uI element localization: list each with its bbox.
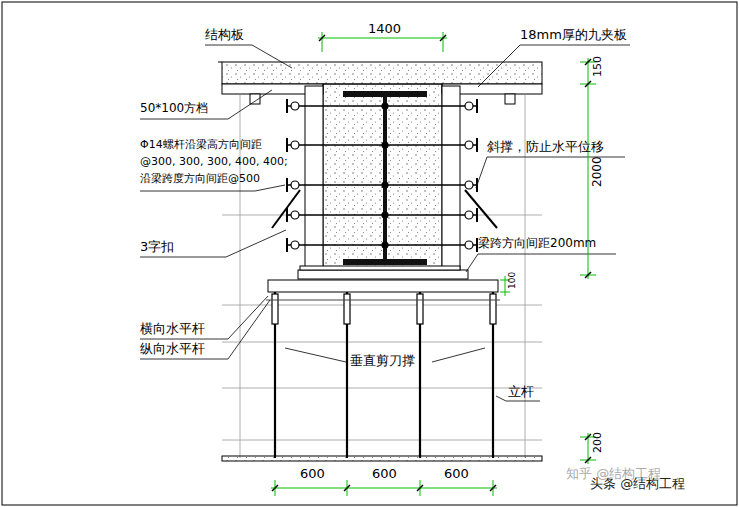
dimension-text: 100: [507, 271, 517, 288]
part-label: 18mm厚的九夹板: [520, 28, 627, 43]
part-label: 立杆: [508, 385, 534, 400]
note-text: Φ14螺杆沿梁高方向间距: [140, 139, 262, 152]
part-label: 结构板: [205, 28, 244, 43]
part-label: 横向水平杆: [140, 322, 205, 337]
note-text: 梁跨方向间距200mm: [478, 237, 596, 251]
dimension-text: 600: [444, 467, 469, 482]
part-label: 3字扣: [140, 240, 174, 255]
part-label: 斜撑，防止水平位移: [487, 140, 604, 155]
dimension-text: 600: [372, 467, 397, 482]
dimension-text: 1400: [368, 22, 401, 37]
part-label: 50*100方档: [140, 102, 208, 116]
note-text: @300, 300, 300, 400, 400;: [140, 156, 288, 169]
dimension-text: 2000: [591, 157, 605, 188]
part-label: 垂直剪刀撑: [350, 354, 415, 369]
note-text: 沿梁跨度方向间距@500: [140, 173, 260, 186]
watermark: 头条 @结构工程: [590, 477, 685, 492]
part-label: 纵向水平杆: [140, 342, 205, 357]
dimension-text: 150: [592, 56, 605, 77]
dimension-text: 600: [300, 467, 325, 482]
dimension-text: 200: [592, 432, 605, 453]
